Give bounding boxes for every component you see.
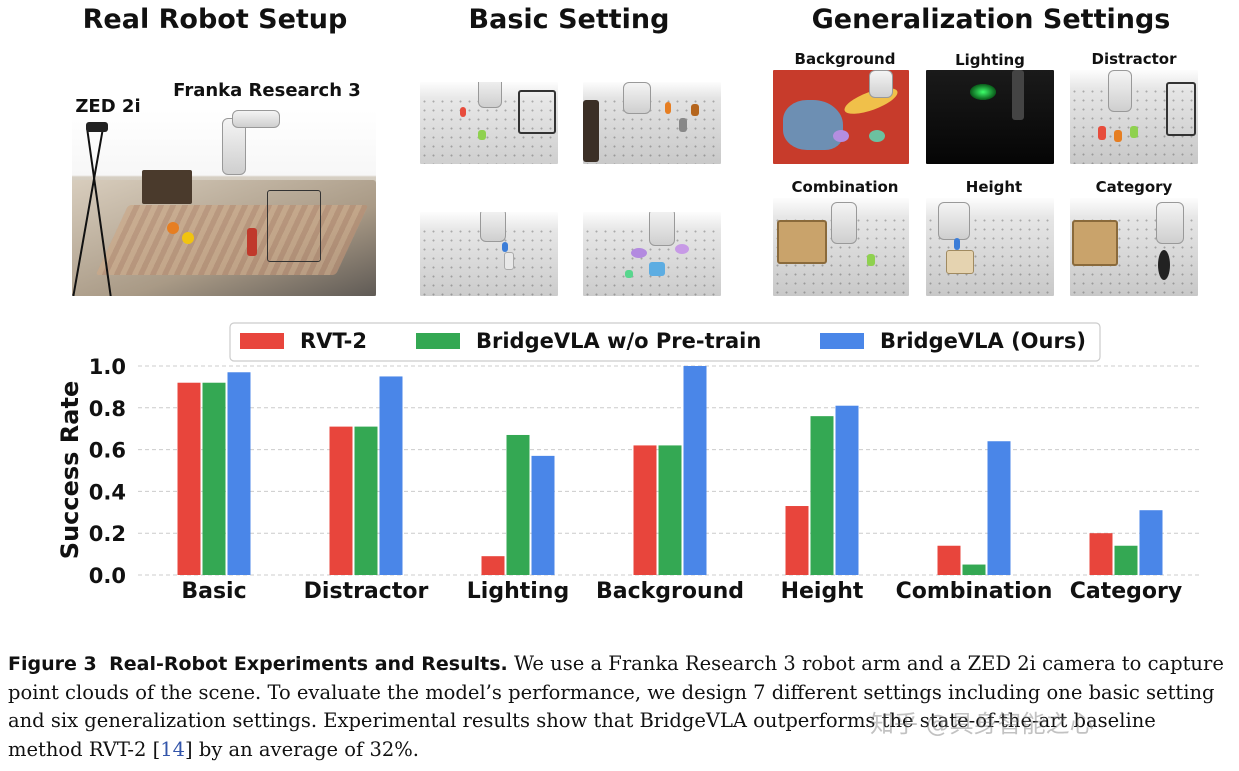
camera-label: ZED 2i (75, 96, 141, 117)
x-tick-label: Background (596, 579, 744, 604)
bar-height-2 (835, 405, 859, 575)
bar-combination-2 (987, 441, 1011, 575)
gen-photo-combination (773, 198, 909, 296)
gen-photo-background (773, 70, 909, 164)
real-robot-photo (72, 110, 376, 296)
figure-caption: Figure 3 Real-Robot Experiments and Resu… (8, 650, 1232, 764)
gen-photo-height (926, 198, 1054, 296)
legend-swatch (240, 333, 284, 349)
y-tick-label: 0.2 (89, 522, 126, 546)
bar-combination-1 (962, 564, 986, 575)
bar-distractor-1 (354, 426, 378, 575)
x-tick-label: Height (781, 579, 864, 604)
bar-lighting-1 (506, 434, 530, 575)
section-title-real-robot: Real Robot Setup (82, 4, 348, 35)
chart-bars (177, 366, 1163, 575)
x-tick-label: Basic (181, 579, 246, 604)
gen-label-category: Category (1095, 178, 1173, 196)
y-tick-label: 0.0 (89, 564, 126, 588)
basic-photo-2 (583, 82, 721, 164)
legend-label: RVT-2 (300, 329, 367, 353)
y-tick-label: 0.8 (89, 397, 126, 421)
robot-label: Franka Research 3 (173, 80, 361, 101)
gen-label-height: Height (965, 178, 1023, 196)
gen-label-combination: Combination (791, 178, 899, 196)
bar-category-2 (1139, 510, 1163, 575)
bar-combination-0 (937, 545, 961, 575)
bar-category-0 (1089, 533, 1113, 575)
gen-photo-lighting (926, 70, 1054, 164)
caption-label: Figure 3 (8, 653, 97, 675)
gen-label-background: Background (794, 50, 896, 68)
x-tick-labels: Basic Distractor Lighting Background Height C… (181, 579, 1182, 604)
x-tick-label: Lighting (467, 579, 569, 604)
section-title-basic: Basic Setting (468, 4, 670, 35)
bar-background-0 (633, 445, 657, 575)
bar-distractor-2 (379, 376, 403, 575)
basic-photo-3 (420, 212, 558, 296)
bar-basic-1 (202, 382, 226, 575)
caption-title: Real-Robot Experiments and Results. (109, 653, 508, 675)
y-tick-label: 0.4 (89, 480, 126, 504)
bar-basic-0 (177, 382, 201, 575)
bar-height-0 (785, 506, 809, 575)
bar-category-1 (1114, 545, 1138, 575)
y-axis-label: Success Rate (56, 381, 84, 559)
legend-label: BridgeVLA (Ours) (880, 329, 1086, 353)
citation-link[interactable]: 14 (160, 737, 186, 761)
caption-text-end: ] by an average of 32%. (185, 737, 419, 761)
legend-swatch (820, 333, 864, 349)
y-tick-labels: 0.0 0.2 0.4 0.6 0.8 1.0 (89, 355, 126, 588)
gen-photo-category (1070, 198, 1198, 296)
bar-background-1 (658, 445, 682, 575)
watermark: 知乎 @具身智能之心 (870, 710, 1094, 738)
legend-swatch (416, 333, 460, 349)
bar-lighting-0 (481, 556, 505, 575)
bar-distractor-0 (329, 426, 353, 575)
bar-basic-2 (227, 372, 251, 575)
x-tick-label: Category (1070, 579, 1182, 604)
x-tick-label: Distractor (304, 579, 429, 604)
caption-text: We use a Franka Research 3 robot arm and… (8, 652, 1224, 761)
section-title-generalization: Generalization Settings (811, 4, 1171, 35)
y-tick-label: 0.6 (89, 439, 126, 463)
bar-height-1 (810, 416, 834, 575)
bar-background-2 (683, 366, 707, 575)
x-tick-label: Combination (896, 579, 1053, 604)
legend-box (229, 322, 1101, 362)
gen-label-distractor: Distractor (1091, 50, 1177, 68)
y-tick-label: 1.0 (89, 355, 126, 379)
bar-lighting-2 (531, 455, 555, 575)
legend-label: BridgeVLA w/o Pre-train (476, 329, 761, 353)
gen-photo-distractor (1070, 70, 1198, 164)
chart-legend: RVT-2 BridgeVLA w/o Pre-train BridgeVLA (O… (229, 322, 1101, 362)
gen-label-lighting: Lighting (955, 51, 1025, 69)
basic-photo-4 (583, 212, 721, 296)
chart-grid (138, 365, 1202, 576)
basic-photo-1 (420, 82, 558, 164)
